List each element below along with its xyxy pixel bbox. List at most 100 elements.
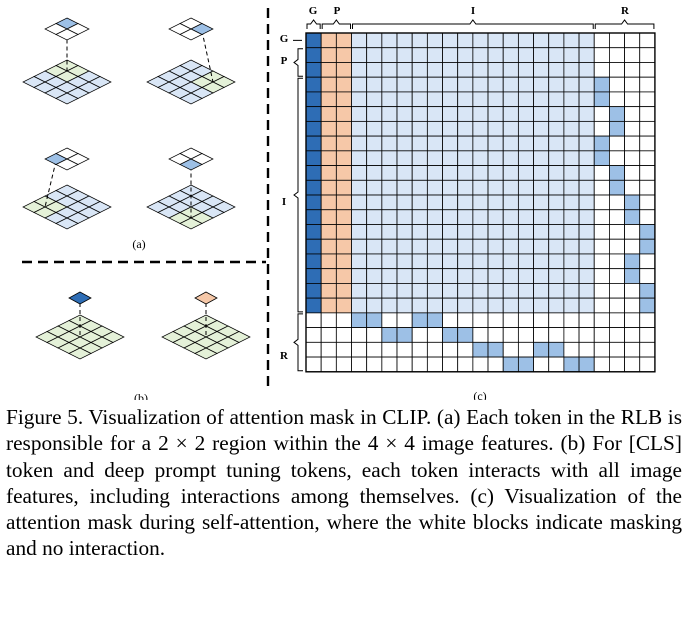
mask-cell-image	[578, 62, 595, 78]
mask-cell-image	[411, 238, 428, 255]
mask-cell-image	[533, 253, 550, 270]
mask-cell-masked	[563, 341, 580, 358]
mask-cell-image	[426, 32, 443, 49]
mask-cell-image	[351, 253, 368, 270]
mask-cell-image	[457, 238, 474, 255]
mask-cell-masked	[639, 91, 656, 108]
mask-cell-image	[426, 209, 443, 225]
mask-cell-masked	[305, 312, 322, 328]
mask-cell-cls	[305, 76, 322, 93]
mask-cell-masked	[609, 135, 625, 152]
mask-cell-image	[442, 32, 459, 49]
mask-cell-image	[411, 62, 428, 78]
mask-cell-image	[487, 238, 504, 255]
mask-cell-rlb	[624, 209, 641, 225]
mask-cell-prompt	[335, 106, 352, 122]
mask-cell-image	[366, 32, 383, 49]
mask-cell-cls	[305, 120, 322, 137]
mask-cell-image	[472, 283, 489, 299]
mask-cell-masked	[335, 341, 352, 358]
mask-cell-masked	[609, 253, 625, 270]
mask-cell-image	[517, 209, 534, 225]
mask-cell-masked	[593, 179, 610, 196]
mask-cell-image	[457, 224, 474, 240]
rlb-token-grid-2	[168, 17, 214, 41]
mask-cell-masked	[472, 356, 489, 373]
prompt-token	[194, 291, 218, 305]
mask-cell-image	[487, 32, 504, 49]
mask-cell-masked	[563, 312, 580, 328]
mask-cell-image	[411, 32, 428, 49]
mask-cell-image	[366, 194, 383, 211]
mask-cell-image	[457, 76, 474, 93]
mask-cell-image	[457, 62, 474, 78]
row-i-label: I	[282, 196, 286, 208]
mask-cell-image	[396, 209, 413, 225]
mask-cell-image	[426, 194, 443, 211]
mask-cell-image	[457, 209, 474, 225]
mask-cell-masked	[517, 312, 534, 328]
mask-cell-image	[351, 194, 368, 211]
mask-cell-masked	[639, 135, 656, 152]
grid-cell	[179, 92, 203, 105]
mask-cell-image	[578, 150, 595, 166]
mask-cell-masked	[624, 120, 641, 137]
mask-cell-masked	[411, 356, 428, 373]
mask-cell-masked	[593, 297, 610, 314]
mask-cell-rlb	[578, 356, 595, 373]
mask-cell-cls	[305, 253, 322, 270]
mask-cell-image	[578, 76, 595, 93]
mask-cell-prompt	[320, 209, 337, 225]
mask-cell-image	[578, 165, 595, 181]
figure-caption: Figure 5. Visualization of attention mas…	[6, 405, 682, 561]
mask-cell-image	[411, 297, 428, 314]
mask-cell-rlb	[609, 106, 625, 122]
mask-cell-image	[381, 297, 398, 314]
mask-cell-image	[578, 47, 595, 63]
mask-cell-masked	[624, 150, 641, 166]
mask-cell-image	[472, 106, 489, 122]
mask-cell-image	[548, 224, 565, 240]
mask-cell-masked	[609, 356, 625, 373]
mask-cell-cls	[305, 165, 322, 181]
mask-cell-image	[351, 209, 368, 225]
mask-cell-masked	[396, 356, 413, 373]
mask-cell-image	[442, 268, 459, 284]
mask-cell-masked	[624, 91, 641, 108]
mask-cell-image	[411, 120, 428, 137]
mask-cell-image	[487, 62, 504, 78]
mask-cell-image	[457, 165, 474, 181]
mask-cell-image	[442, 165, 459, 181]
mask-cell-prompt	[320, 91, 337, 108]
mask-cell-image	[457, 120, 474, 137]
mask-cell-image	[442, 76, 459, 93]
mask-cell-image	[517, 224, 534, 240]
mask-cell-image	[578, 179, 595, 196]
mask-cell-image	[366, 150, 383, 166]
mask-cell-masked	[366, 341, 383, 358]
mask-cell-image	[351, 135, 368, 152]
mask-cell-image	[563, 283, 580, 299]
mask-cell-image	[517, 120, 534, 137]
mask-cell-image	[426, 106, 443, 122]
mask-cell-image	[426, 268, 443, 284]
mask-cell-masked	[487, 327, 504, 343]
mask-cell-image	[381, 224, 398, 240]
mask-cell-image	[578, 253, 595, 270]
mask-cell-masked	[639, 32, 656, 49]
mask-cell-image	[517, 268, 534, 284]
bracket-p-top	[321, 19, 352, 29]
mask-cell-image	[381, 194, 398, 211]
mask-cell-masked	[624, 135, 641, 152]
mask-cell-image	[502, 179, 519, 196]
rlb-token-grid-1	[44, 17, 90, 41]
mask-cell-image	[366, 120, 383, 137]
image-feature-grid-2	[146, 59, 236, 105]
mask-cell-image	[457, 253, 474, 270]
mask-cell-image	[563, 297, 580, 314]
mask-cell-image	[502, 224, 519, 240]
mask-cell-image	[366, 238, 383, 255]
mask-cell-image	[366, 297, 383, 314]
cls-token	[68, 291, 92, 305]
mask-cell-image	[411, 106, 428, 122]
